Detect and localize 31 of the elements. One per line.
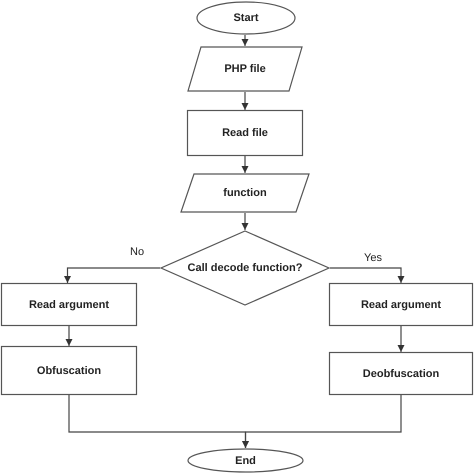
decision-diamond (160, 230, 330, 306)
node-label: function (223, 187, 267, 199)
process-box (329, 283, 473, 326)
node-label: Start (233, 12, 259, 24)
arrow (242, 35, 248, 46)
arrow (64, 267, 160, 283)
arrow (330, 267, 404, 283)
process-box (1, 283, 137, 326)
node-label: Read file (222, 127, 268, 139)
arrow (242, 395, 402, 448)
node-label: Read argument (360, 298, 442, 310)
arrow (242, 156, 248, 173)
arrow (66, 326, 72, 346)
node-label: Call decode function? (188, 262, 302, 274)
terminator-oval (196, 1, 296, 35)
node-label: Deobfuscation (362, 368, 440, 380)
process-box (1, 346, 137, 395)
data-parallelogram (180, 173, 310, 213)
arrow (242, 92, 248, 110)
terminator-oval (187, 448, 304, 473)
data-parallelogram (187, 46, 303, 92)
process-box (329, 352, 473, 395)
node-label: End (235, 454, 256, 466)
arrow (398, 326, 404, 352)
process-box (187, 110, 303, 156)
edge-label: No (128, 246, 146, 258)
node-label: Obfuscation (36, 364, 102, 376)
edge-label: Yes (362, 252, 384, 264)
arrow (242, 213, 248, 230)
node-label: PHP file (224, 63, 266, 75)
node-label: Read argument (28, 298, 110, 310)
